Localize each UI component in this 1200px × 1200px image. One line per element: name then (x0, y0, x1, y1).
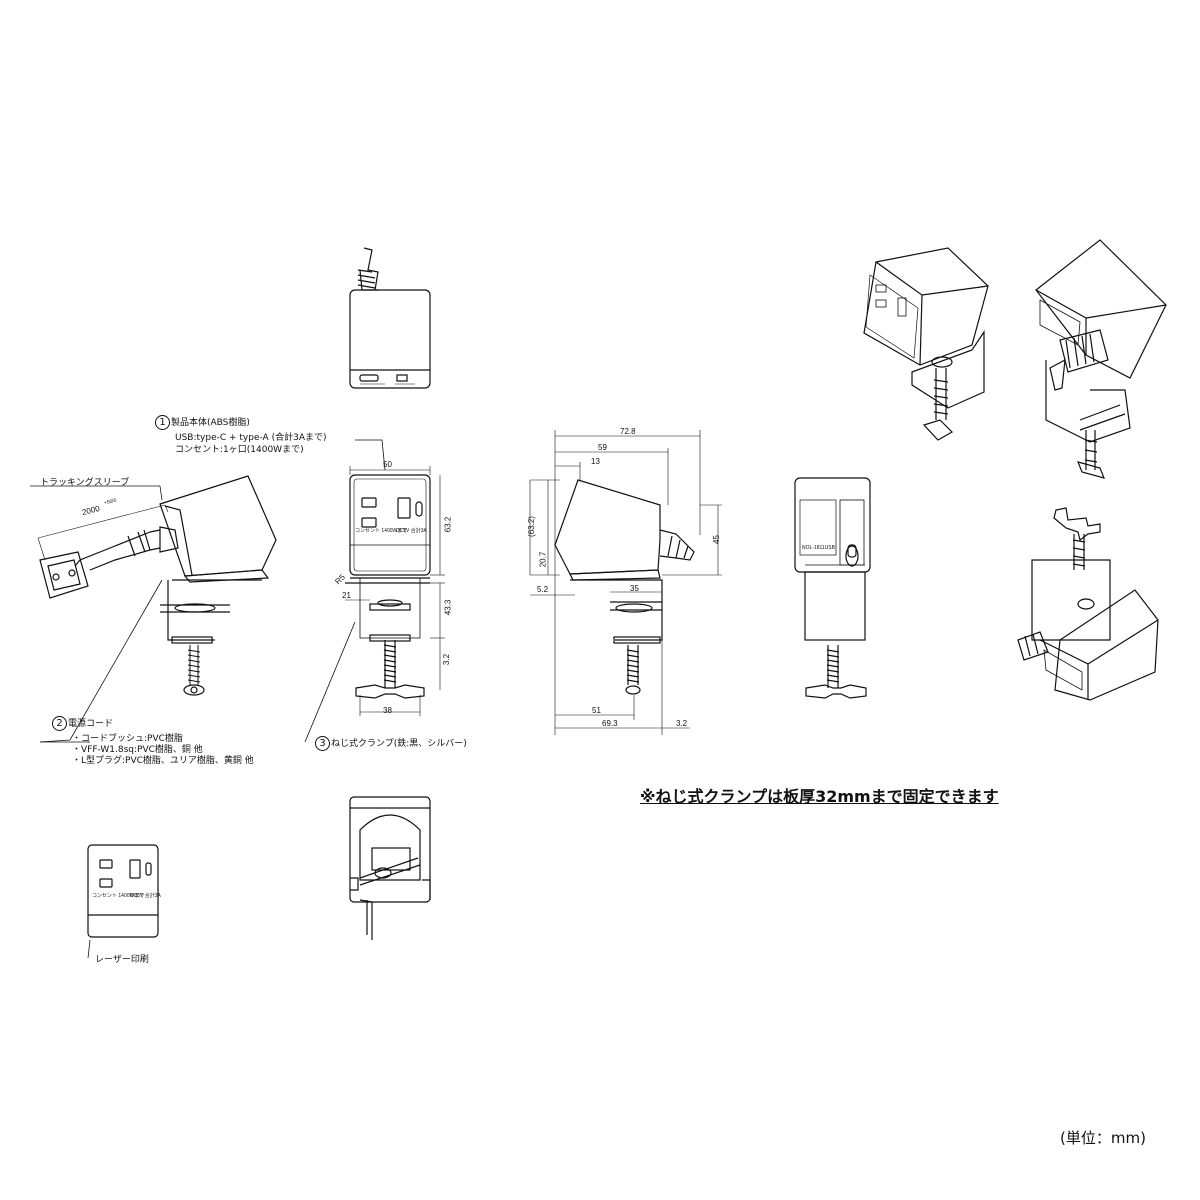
laser-panel (87, 844, 159, 938)
callout-cord-number: 2 (52, 716, 67, 731)
front-usb-label: DC5V 合計3A (396, 528, 427, 534)
front-view (345, 474, 431, 699)
dim-side-693: 69.3 (602, 719, 618, 728)
right-side-view (554, 479, 695, 695)
dim-front-width: 50 (383, 460, 392, 469)
front-outlet-label: コンセント 1400Wまで (355, 528, 408, 534)
laser-usb-label: DC5V 合計3A (130, 893, 161, 899)
callout-clamp-title: ねじ式クランプ(鉄:黒、シルバー) (331, 739, 467, 749)
dim-side-51: 51 (592, 706, 601, 715)
dim-clamp-height: 43.3 (443, 599, 453, 616)
isometric-view-3 (1017, 507, 1159, 701)
dim-side-total: 72.8 (620, 427, 636, 436)
rear-view (794, 477, 871, 699)
dimension-lines (37, 430, 722, 735)
callout-cord-line-3: ・L型プラグ:PVC樹脂、ユリア樹脂、黄銅 他 (72, 756, 254, 766)
dim-clamp-inner: 21 (342, 591, 351, 600)
laser-outlet-label: コンセント 1400Wまで (92, 893, 145, 899)
dim-side-45: 45 (711, 535, 721, 544)
bottom-view (349, 796, 431, 940)
clamp-thickness-note: ※ねじ式クランプは板厚32mmまで固定できます (640, 787, 999, 806)
callout-cord-line-2: ・VFF-W1.8sq:PVC樹脂、銅 他 (72, 745, 203, 755)
callout-clamp-number: 3 (315, 736, 330, 751)
dim-side-32: 3.2 (676, 719, 688, 728)
isometric-view-1 (863, 247, 989, 441)
dim-side-207: 20.7 (538, 551, 548, 568)
dim-front-height: 63.2 (443, 516, 453, 533)
callout-sleeve: トラッキングスリーブ (40, 478, 130, 488)
dim-side-13: 13 (591, 457, 600, 466)
callout-body-line-2: コンセント:1ヶ口(1400Wまで) (175, 445, 304, 455)
dim-side-52: 5.2 (537, 585, 549, 594)
dim-side-35: 35 (630, 584, 639, 593)
rear-model-label: NOL-1811USB (802, 545, 835, 551)
top-view (349, 247, 431, 389)
callout-cord-line-1: ・コードブッシュ:PVC樹脂 (72, 734, 183, 744)
leader-lines (30, 439, 386, 959)
isometric-view-2 (1035, 239, 1167, 479)
dim-plate: 3.2 (442, 653, 452, 666)
dim-clamp-width: 38 (383, 706, 392, 715)
callout-body-line-1: USB:type-C + type-A (合計3Aまで) (175, 433, 327, 443)
callout-cord-title: 電源コード (68, 719, 114, 729)
callout-body-title: 製品本体(ABS樹脂) (171, 418, 250, 428)
dim-side-632: (63.2) (526, 516, 536, 537)
dim-side-59: 59 (598, 443, 607, 452)
callout-body-number: 1 (155, 415, 170, 430)
callout-laser: レーザー印刷 (95, 955, 149, 965)
left-side-view (39, 475, 277, 696)
unit-label: (単位：mm) (1060, 1129, 1146, 1147)
